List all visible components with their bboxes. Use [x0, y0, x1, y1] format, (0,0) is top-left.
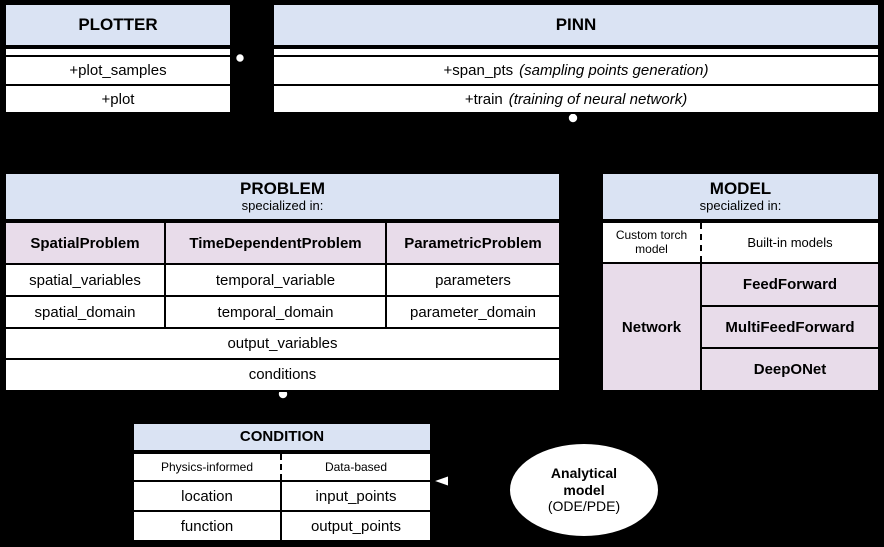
connector-plotter-pinn — [234, 52, 272, 64]
condition-category-data-based: Data-based — [324, 460, 388, 474]
problem-subclass-parametric[interactable]: ParametricProblem — [385, 223, 559, 263]
model-entry-deeponet[interactable]: DeepONet — [702, 347, 878, 391]
analytical-line-2: model — [563, 481, 605, 498]
problem-attr-temporal-variable: temporal_variable — [164, 265, 385, 295]
model-entry-multifeedforward[interactable]: MultiFeedForward — [702, 304, 878, 348]
connector-analytical-condition — [428, 473, 508, 489]
connector-pinn-subsystems — [282, 112, 743, 172]
class-box-pinn[interactable]: PINN +span_pts (sampling points generati… — [272, 3, 880, 114]
model-builtin-stack: FeedForward MultiFeedForward DeepONet — [702, 264, 878, 391]
problem-subclass-timedependent[interactable]: TimeDependentProblem — [164, 223, 385, 263]
problem-attr-parameter-domain: parameter_domain — [385, 297, 559, 327]
problem-subclass-spatial[interactable]: SpatialProblem — [30, 234, 140, 252]
problem-attr-parameters: parameters — [385, 265, 559, 295]
condition-title: CONDITION — [134, 424, 430, 452]
plotter-attribute-compartment — [6, 47, 230, 55]
problem-attr-conditions: conditions — [6, 358, 559, 389]
pinn-method-span-pts: +span_pts (sampling points generation) — [274, 55, 878, 84]
pinn-method-span-pts-note: (sampling points generation) — [519, 62, 709, 79]
problem-attr-output-variables: output_variables — [6, 327, 559, 358]
problem-subtitle: specialized in: — [241, 197, 324, 213]
model-body: Network FeedForward MultiFeedForward Dee… — [603, 262, 878, 391]
problem-attr-row-domains: spatial_domain temporal_domain parameter… — [6, 295, 559, 327]
problem-attr-temporal-domain: temporal_domain — [164, 297, 385, 327]
node-analytical-model[interactable]: Analytical model (ODE/PDE) — [508, 442, 660, 538]
pinn-method-train-note: (training of neural network) — [508, 91, 688, 108]
condition-attr-function: function — [134, 512, 282, 540]
model-entry-network[interactable]: Network — [603, 264, 702, 390]
pinn-method-span-pts-name: +span_pts — [443, 62, 514, 79]
plotter-title: PLOTTER — [6, 5, 230, 47]
model-category-builtin: Built-in models — [747, 235, 833, 250]
analytical-line-1: Analytical — [550, 464, 618, 481]
condition-attr-output-points: output_points — [310, 517, 402, 535]
condition-category-row: Physics-informed Data-based — [134, 452, 430, 480]
class-box-model[interactable]: MODEL specialized in: Custom torch model… — [601, 172, 880, 392]
problem-attr-spatial-domain: spatial_domain — [34, 303, 136, 321]
pinn-method-train-name: +train — [464, 91, 503, 108]
condition-row-location-input: location input_points — [134, 480, 430, 510]
class-box-problem[interactable]: PROBLEM specialized in: SpatialProblem T… — [4, 172, 561, 392]
model-header: MODEL specialized in: — [603, 174, 878, 221]
model-subtitle: specialized in: — [699, 197, 782, 213]
condition-row-function-output: function output_points — [134, 510, 430, 540]
pinn-method-train: +train (training of neural network) — [274, 84, 878, 113]
model-entry-feedforward[interactable]: FeedForward — [702, 264, 878, 305]
plotter-method-plot: +plot — [6, 84, 230, 113]
problem-subclass-row: SpatialProblem TimeDependentProblem Para… — [6, 221, 559, 263]
connector-problem-condition — [277, 388, 289, 422]
condition-category-physics-informed: Physics-informed — [134, 454, 282, 480]
model-title: MODEL — [709, 179, 772, 199]
analytical-line-3: (ODE/PDE) — [547, 498, 621, 515]
pinn-title: PINN — [274, 5, 878, 47]
problem-attr-row-variables: spatial_variables temporal_variable para… — [6, 263, 559, 295]
problem-header: PROBLEM specialized in: — [6, 174, 559, 221]
problem-title: PROBLEM — [240, 179, 325, 199]
plotter-method-plot-samples: +plot_samples — [6, 55, 230, 84]
problem-attr-spatial-variables: spatial_variables — [29, 271, 141, 289]
class-box-condition[interactable]: CONDITION Physics-informed Data-based lo… — [132, 422, 432, 542]
model-category-row: Custom torch model Built-in models — [603, 221, 878, 262]
pinn-attribute-compartment — [274, 47, 878, 55]
model-category-custom: Custom torch model — [603, 223, 702, 262]
condition-attr-location: location — [134, 482, 282, 510]
class-box-plotter[interactable]: PLOTTER +plot_samples +plot — [4, 3, 232, 114]
condition-attr-input-points: input_points — [315, 487, 397, 505]
